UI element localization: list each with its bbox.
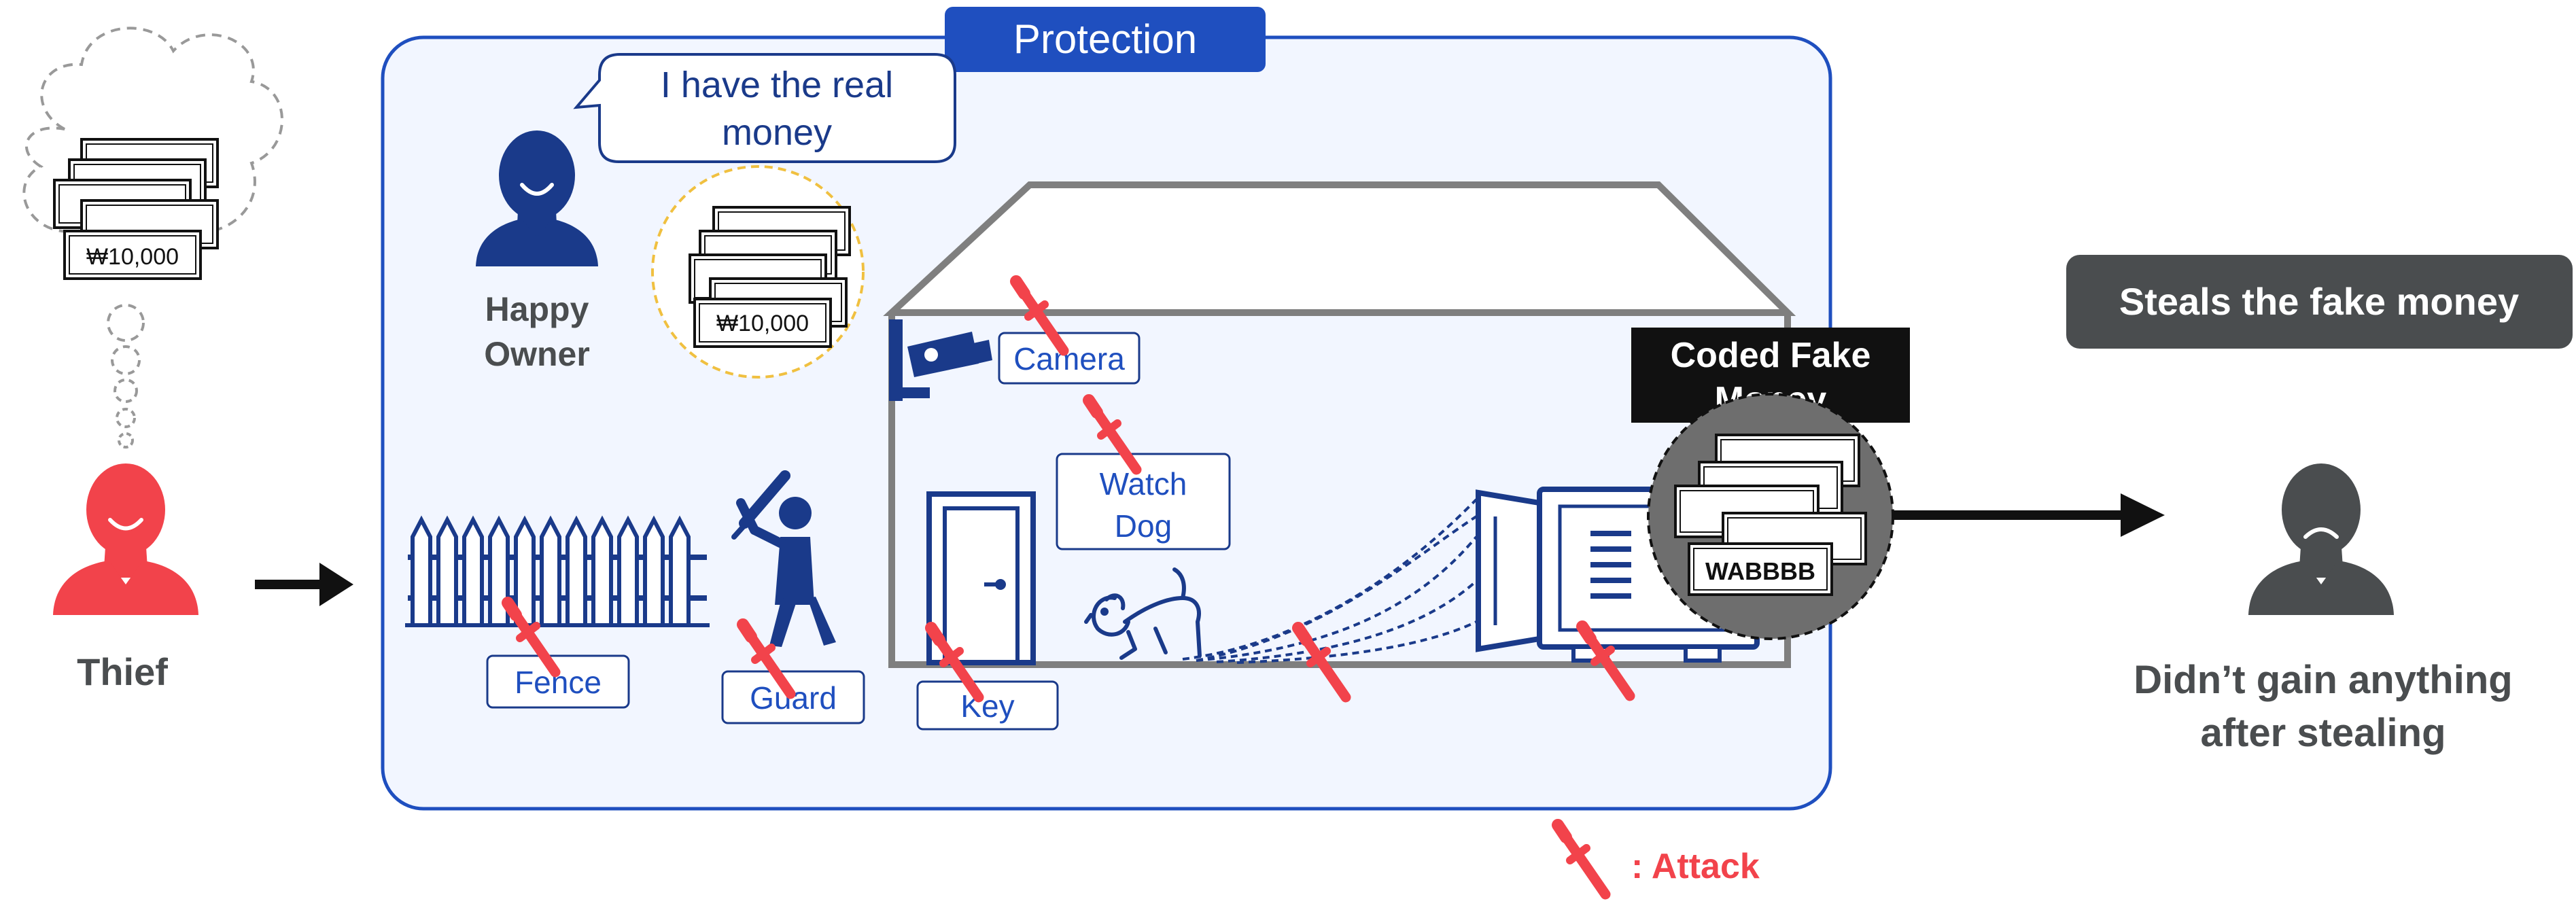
sad-person-icon xyxy=(2248,463,2394,615)
guard-icon xyxy=(731,470,836,647)
steals-label-box: Steals the fake money xyxy=(2066,255,2573,349)
watch-dog-label-line-2: Dog xyxy=(1115,508,1172,544)
door-icon xyxy=(926,491,1036,665)
result-line-2: after stealing xyxy=(2201,711,2446,755)
thief-label: Thief xyxy=(77,650,168,693)
attack-legend-label: : Attack xyxy=(1631,847,1760,886)
owner-speech-bubble: I have the real money xyxy=(573,53,956,163)
camera-label: Camera xyxy=(998,332,1141,385)
speech-line-2: money xyxy=(722,112,832,153)
thief-person-icon xyxy=(53,463,198,615)
speech-line-1: I have the real xyxy=(661,65,893,105)
owner-money-stack: ₩10,000 xyxy=(651,165,865,379)
result-line-1: Didn’t gain anything xyxy=(2134,658,2512,702)
camera-icon xyxy=(889,319,992,401)
dog-icon xyxy=(1084,567,1202,660)
key-label: Key xyxy=(916,680,1059,731)
camera-label-text: Camera xyxy=(1013,341,1125,376)
attack-legend: : Attack xyxy=(1558,825,1760,894)
owner-label-line-1: Happy xyxy=(485,290,589,328)
owner-person-icon xyxy=(476,130,598,266)
attack-legend-icon xyxy=(1558,825,1605,894)
arrow-into-protection xyxy=(255,563,353,606)
fake-note-value: WABBBB xyxy=(1705,557,1815,585)
watch-dog-label: Watch Dog xyxy=(1056,453,1231,550)
fence-label: Fence xyxy=(486,654,630,709)
watch-dog-label-line-1: Watch xyxy=(1100,466,1187,502)
protection-header: Protection xyxy=(945,7,1266,72)
protection-title: Protection xyxy=(1013,16,1197,62)
owner-note-value: ₩10,000 xyxy=(716,311,809,336)
fence-icon xyxy=(405,520,710,627)
thief-money-stack: ₩10,000 xyxy=(53,138,219,280)
arrow-out-of-protection xyxy=(1893,493,2165,537)
owner-label-line-2: Owner xyxy=(484,335,590,373)
coded-line-1: Coded Fake xyxy=(1671,336,1871,375)
thief-note-value: ₩10,000 xyxy=(86,244,179,270)
key-label-text: Key xyxy=(960,688,1014,724)
steals-label: Steals the fake money xyxy=(2119,280,2519,323)
laser-beams xyxy=(1182,498,1478,664)
fake-money-stack: WABBBB xyxy=(1647,393,1894,640)
